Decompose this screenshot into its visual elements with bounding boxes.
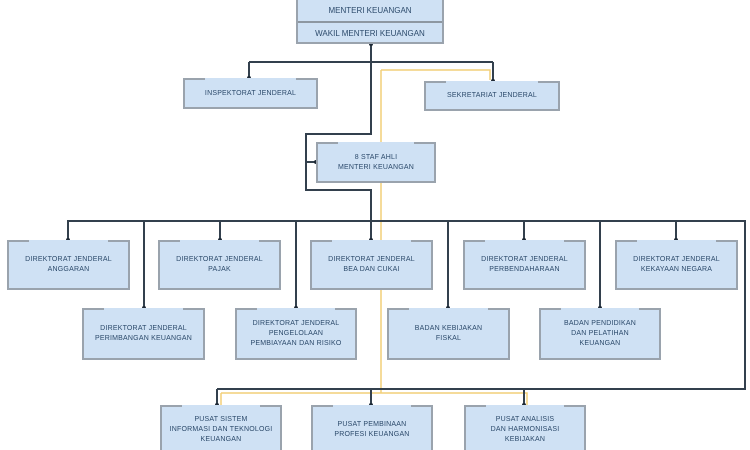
unit-label: BEA DAN CUKAI: [343, 266, 400, 273]
sekretariat-box: SEKRETARIAT JENDERAL: [424, 81, 560, 111]
unit-label: KEUANGAN: [200, 436, 242, 443]
unit-label: ANGGARAN: [47, 266, 90, 273]
unit-label: DIREKTORAT JENDERAL: [481, 256, 568, 263]
sekretariat-label: SEKRETARIAT JENDERAL: [447, 92, 537, 99]
row1-box: DIREKTORAT JENDERAL PERBENDAHARAAN: [463, 240, 586, 290]
unit-label: DAN PELATIHAN: [571, 330, 629, 337]
unit-label: KEKAYAAN NEGARA: [640, 266, 713, 273]
unit-label: DIREKTORAT JENDERAL: [328, 256, 415, 263]
unit-label: KEBIJAKAN: [504, 436, 546, 443]
row2-box: DIREKTORAT JENDERAL PENGELOLAAN PEMBIAYAAN…: [235, 308, 357, 360]
inspektorat-label: INSPEKTORAT JENDERAL: [204, 89, 297, 97]
unit-label: PERBENDAHARAAN: [489, 266, 560, 273]
row3-box: PUSAT ANALISIS DAN HARMONISASI KEBIJAKAN: [464, 405, 586, 450]
unit-label: PROFESI KEUANGAN: [334, 431, 410, 438]
row1-box: DIREKTORAT JENDERAL KEKAYAAN NEGARA: [615, 240, 738, 290]
advisory-lines: [220, 69, 528, 405]
unit-label: PAJAK: [208, 266, 231, 273]
staf-ahli-box: 8 STAF AHLI MENTERI KEUANGAN: [316, 142, 436, 183]
unit-label: DIREKTORAT JENDERAL: [252, 320, 340, 327]
unit-label: KEUANGAN: [579, 340, 621, 347]
row2-box: DIREKTORAT JENDERAL PERIMBANGAN KEUANGAN: [82, 308, 205, 360]
unit-label: PEMBIAYAAN DAN RISIKO: [250, 340, 342, 347]
unit-label: PERIMBANGAN KEUANGAN: [95, 335, 192, 342]
unit-label: DIREKTORAT JENDERAL: [633, 256, 720, 263]
vice-minister-label: WAKIL MENTERI KEUANGAN: [298, 21, 442, 44]
unit-label: INFORMASI DAN TEKNOLOGI: [169, 426, 273, 433]
unit-label: DIREKTORAT JENDERAL: [100, 325, 187, 332]
unit-label: DIREKTORAT JENDERAL: [25, 256, 112, 263]
inspektorat-box: INSPEKTORAT JENDERAL: [183, 78, 318, 109]
unit-label: BADAN PENDIDIKAN: [563, 320, 637, 327]
staf-ahli-line2: MENTERI KEUANGAN: [338, 163, 414, 171]
unit-label: FISKAL: [435, 335, 462, 342]
unit-label: BADAN KEBIJAKAN: [414, 325, 483, 332]
yellow-line-bottom: [221, 392, 528, 405]
row1-box: DIREKTORAT JENDERAL BEA DAN CUKAI: [310, 240, 433, 290]
row2-box: BADAN KEBIJAKAN FISKAL: [387, 308, 510, 360]
yellow-line-top: [381, 69, 491, 80]
minister-label: MENTERI KEUANGAN: [328, 6, 412, 15]
unit-label: PUSAT PEMBINAAN: [337, 421, 407, 428]
row1-box: DIREKTORAT JENDERAL PAJAK: [158, 240, 281, 290]
unit-label: PENGELOLAAN: [268, 330, 324, 337]
row1-box: DIREKTORAT JENDERAL ANGGARAN: [7, 240, 130, 290]
minister-box: MENTERI KEUANGAN WAKIL MENTERI KEUANGAN: [296, 0, 444, 44]
hierarchy-lines: [67, 44, 746, 405]
staf-ahli-line1: 8 STAF AHLI: [354, 153, 398, 161]
unit-label: DIREKTORAT JENDERAL: [176, 256, 263, 263]
row3-box: PUSAT SISTEM INFORMASI DAN TEKNOLOGI KEUAN…: [160, 405, 282, 450]
row3-box: PUSAT PEMBINAAN PROFESI KEUANGAN: [311, 405, 433, 450]
unit-label: PUSAT ANALISIS: [495, 416, 555, 423]
unit-label: DAN HARMONISASI: [490, 426, 560, 433]
unit-label: PUSAT SISTEM: [194, 416, 248, 423]
row2-box: BADAN PENDIDIKAN DAN PELATIHAN KEUANGAN: [539, 308, 661, 360]
